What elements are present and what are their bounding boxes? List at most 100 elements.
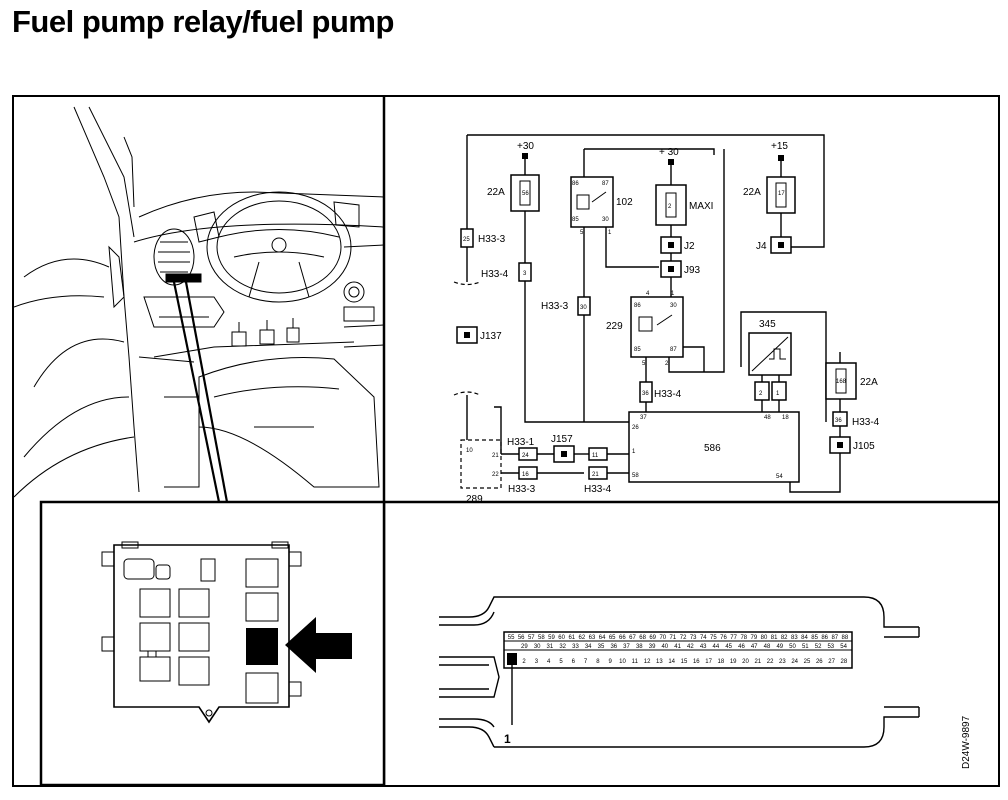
pin-number: 88 <box>842 635 849 641</box>
label-j105: J105 <box>853 441 875 452</box>
pin-number: 44 <box>713 644 720 650</box>
pin-number: 84 <box>801 635 808 641</box>
pin-number: 11 <box>632 659 639 665</box>
fuse-left-num: 56 <box>522 191 529 197</box>
fuse-right-num: 17 <box>778 191 785 197</box>
pin-number: 35 <box>598 644 605 650</box>
pin-number: 69 <box>649 635 656 641</box>
pin-number: 87 <box>831 635 838 641</box>
pin-1-marker <box>507 653 517 665</box>
label-h33-4-right: H33-4 <box>852 417 880 428</box>
pin-number: 3 <box>535 659 539 665</box>
pin-number: 66 <box>619 635 626 641</box>
pin-number: 77 <box>730 635 737 641</box>
pin-number: 45 <box>725 644 732 650</box>
relay-102-label: 102 <box>616 197 633 208</box>
pin-number: 63 <box>589 635 596 641</box>
pin-number: 72 <box>680 635 687 641</box>
pin-number: 37 <box>623 644 630 650</box>
pin-number: 27 <box>828 659 835 665</box>
relay-229-pin: 1 <box>671 291 675 297</box>
relay-229-pin: 4 <box>646 291 650 297</box>
pin-number: 42 <box>687 644 694 650</box>
relay-102-pin: 85 <box>572 217 579 223</box>
pin-number: 5 <box>559 659 563 665</box>
fuse-maxi <box>655 184 687 226</box>
component-289 <box>460 439 502 489</box>
label-j2: J2 <box>684 241 695 252</box>
fuse-right-rating: 22A <box>743 187 761 198</box>
pin-number: 8 <box>596 659 600 665</box>
pin-number: 70 <box>659 635 666 641</box>
pin-number: 15 <box>681 659 688 665</box>
pin-number: 50 <box>789 644 796 650</box>
connector-pin: 1 <box>776 391 780 397</box>
relay-102-pin: 87 <box>602 181 609 187</box>
relay-229-pin: 87 <box>670 347 677 353</box>
relay-229-pin: 5 <box>642 361 646 367</box>
connector-pin: 30 <box>580 305 587 311</box>
pin-number: 21 <box>754 659 761 665</box>
pin-number: 75 <box>710 635 717 641</box>
relay-229-pin: 2 <box>665 361 669 367</box>
label-j137: J137 <box>480 331 502 342</box>
label-h33-3-mid: H33-3 <box>541 301 569 312</box>
connector-pin: 2 <box>759 391 763 397</box>
pin-number: 24 <box>791 659 798 665</box>
pin-number: 22 <box>767 659 774 665</box>
pin-number: 49 <box>776 644 783 650</box>
connector-pin: 25 <box>463 237 470 243</box>
ecu-pin: 37 <box>640 415 647 421</box>
pin-number: 34 <box>585 644 592 650</box>
pin-number: 43 <box>700 644 707 650</box>
pin-number: 47 <box>751 644 758 650</box>
pin-number: 20 <box>742 659 749 665</box>
pin-number: 36 <box>610 644 617 650</box>
pin-number: 74 <box>700 635 707 641</box>
pin-callout: 1 <box>504 732 511 746</box>
pin-number: 38 <box>636 644 643 650</box>
label-h33-4-bottom: H33-4 <box>584 484 612 495</box>
relay-229-pin: 30 <box>670 303 677 309</box>
figure-code: D24W-9897 <box>961 715 972 769</box>
fuse-bottom-rating: 22A <box>860 377 878 388</box>
ecu-pin: 26 <box>632 425 639 431</box>
label-h33-4-left: H33-4 <box>481 269 509 280</box>
pin-number: 6 <box>572 659 576 665</box>
figure-frame: +30 + 30 +15 22A 56 22A 17 22A 168 MAXI … <box>12 95 1000 787</box>
connector-pin: 21 <box>592 472 599 478</box>
maxi-num: 2 <box>668 204 672 210</box>
supply-30-mid: + 30 <box>659 147 679 158</box>
connector-pin: 16 <box>522 472 529 478</box>
pin-number: 59 <box>548 635 555 641</box>
pin-number: 67 <box>629 635 636 641</box>
pin-number: 76 <box>720 635 727 641</box>
pin-number: 19 <box>730 659 737 665</box>
pin-number: 14 <box>668 659 675 665</box>
pin-number: 73 <box>690 635 697 641</box>
leader-line <box>172 281 221 503</box>
pin-number: 39 <box>649 644 656 650</box>
pin-number: 82 <box>781 635 788 641</box>
connector-pin: 36 <box>835 418 842 424</box>
label-j93: J93 <box>684 265 701 276</box>
connector-h33-3-top <box>460 228 474 248</box>
pin-number: 46 <box>738 644 745 650</box>
pin-number: 31 <box>547 644 554 650</box>
figure-svg: +30 + 30 +15 22A 56 22A 17 22A 168 MAXI … <box>14 97 998 785</box>
relay-229-pin: 86 <box>634 303 641 309</box>
ecu-pin: 48 <box>764 415 771 421</box>
relay-102-pin: 5 <box>580 230 584 236</box>
ecu-586 <box>628 411 800 483</box>
pin-number: 52 <box>815 644 822 650</box>
label-j4: J4 <box>756 241 767 252</box>
fuse-bottom-num: 168 <box>836 379 847 385</box>
pin-number: 7 <box>584 659 588 665</box>
component-289-pin: 22 <box>492 472 499 478</box>
supply-15: +15 <box>771 141 788 152</box>
relay-102-pin: 86 <box>572 181 579 187</box>
pin-number: 25 <box>804 659 811 665</box>
relay-102-pin: 1 <box>608 230 612 236</box>
supply-30-left: +30 <box>517 141 534 152</box>
